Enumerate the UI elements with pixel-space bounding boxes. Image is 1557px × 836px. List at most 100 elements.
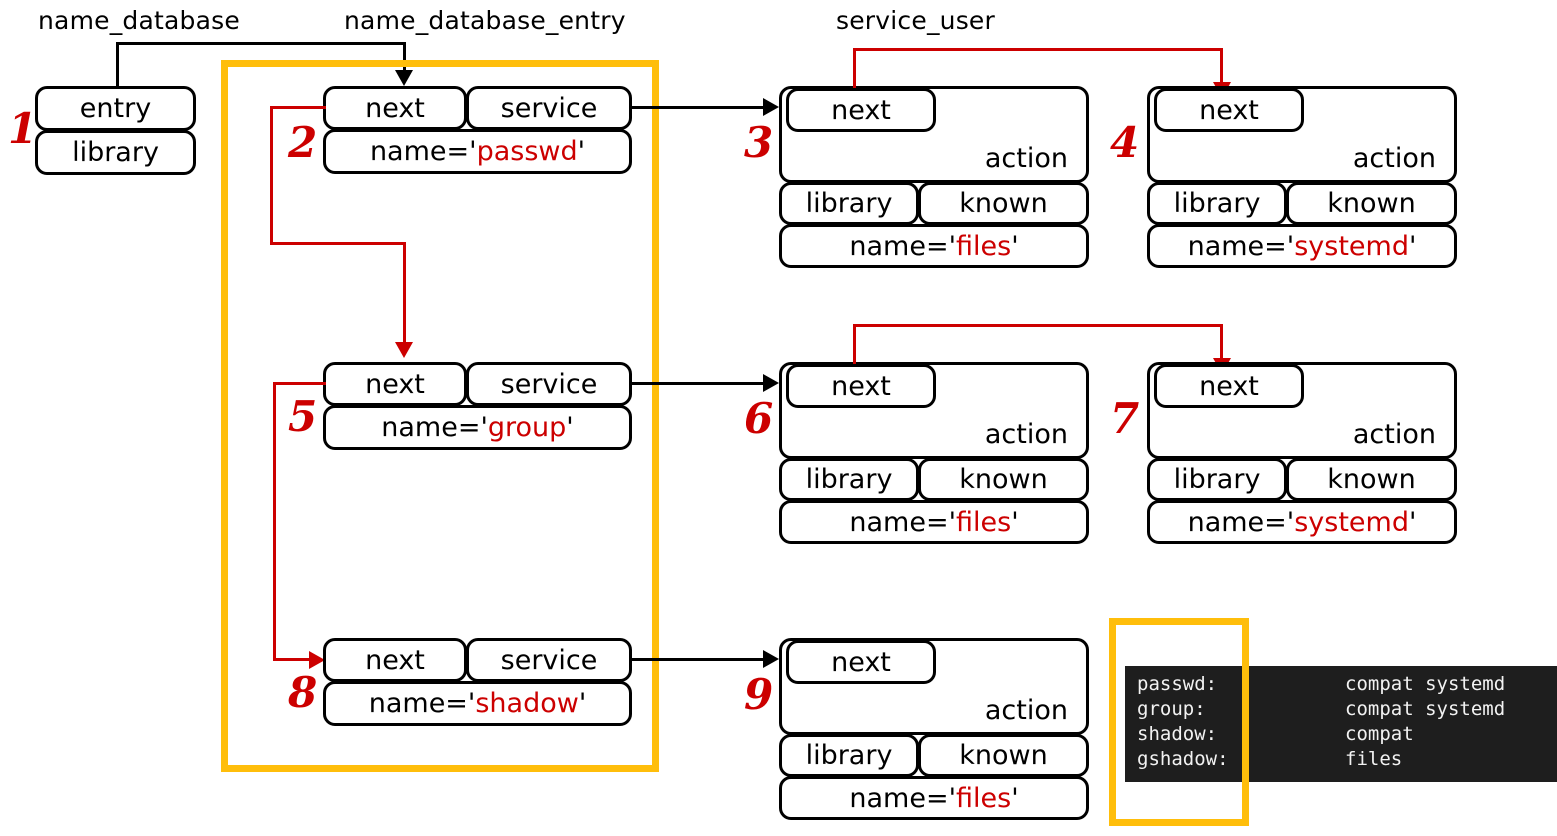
terminal-value: compat systemd — [1345, 673, 1506, 695]
leader-line-to-entry — [403, 42, 406, 72]
field-library-6: library — [779, 458, 919, 501]
field-library: library — [35, 130, 196, 175]
field-name-7: name='systemd' — [1147, 500, 1457, 544]
field-library-7: library — [1147, 458, 1287, 501]
node-number-1: 1 — [8, 104, 38, 153]
link-group-next-seg1 — [273, 382, 326, 385]
field-next-shadow: next — [323, 638, 467, 682]
name-suffix: ' — [1011, 782, 1019, 814]
field-name-passwd: name='passwd' — [323, 129, 632, 174]
terminal-row: gshadow: files — [1125, 747, 1557, 772]
node-number-5: 5 — [288, 392, 318, 441]
link-su3-next-seg2 — [853, 48, 1223, 51]
node-number-6: 6 — [744, 394, 774, 443]
link-group-next-arrow-icon — [309, 651, 325, 669]
name-value-7: systemd — [1294, 506, 1409, 538]
link-su3-next-seg3 — [1220, 48, 1223, 84]
link-su3-next-seg1 — [853, 48, 856, 88]
node-number-3: 3 — [744, 118, 774, 167]
link-group-service-line — [632, 382, 765, 385]
name-prefix: name=' — [849, 782, 956, 814]
name-suffix: ' — [1408, 506, 1417, 538]
terminal-value: files — [1345, 748, 1403, 770]
leader-line-to-name-database — [116, 42, 119, 88]
link-group-next-seg2 — [273, 382, 276, 660]
name-value-9: files — [956, 782, 1012, 814]
name-value-6: files — [956, 506, 1012, 538]
field-service-passwd: service — [466, 86, 632, 130]
name-suffix: ' — [1408, 230, 1417, 262]
node-number-9: 9 — [744, 670, 774, 719]
terminal-key: passwd: — [1137, 673, 1218, 695]
link-passwd-next-arrow-icon — [395, 342, 413, 358]
label-service-user: service_user — [836, 6, 995, 35]
field-next-7: next — [1154, 364, 1304, 408]
name-value-3: files — [956, 230, 1012, 262]
terminal-value: compat systemd — [1345, 698, 1506, 720]
field-name-shadow: name='shadow' — [323, 681, 632, 726]
link-passwd-service-arrow-icon — [763, 98, 779, 116]
field-next-group: next — [323, 362, 467, 406]
link-group-next-seg3 — [273, 658, 313, 661]
field-entry: entry — [35, 86, 196, 131]
terminal-key: gshadow: — [1137, 748, 1229, 770]
field-next-6: next — [786, 364, 936, 408]
node-number-4: 4 — [1110, 118, 1140, 167]
field-service-shadow: service — [466, 638, 632, 682]
label-name-database: name_database — [38, 6, 240, 35]
name-prefix: name=' — [849, 506, 956, 538]
terminal-key: shadow: — [1137, 723, 1218, 745]
name-prefix: name=' — [1187, 230, 1295, 262]
nsswitch-terminal: passwd: compat systemd group: compat syste… — [1125, 666, 1557, 782]
link-su6-next-seg2 — [853, 324, 1223, 327]
name-suffix: ' — [578, 688, 587, 719]
field-service-group: service — [466, 362, 632, 406]
name-prefix: name=' — [1187, 506, 1295, 538]
leader-line-horizontal — [116, 42, 406, 45]
link-passwd-next-seg2 — [270, 106, 273, 244]
node-number-2: 2 — [288, 118, 318, 167]
link-shadow-service-line — [632, 658, 765, 661]
field-library-9: library — [779, 734, 919, 777]
field-next-passwd: next — [323, 86, 467, 130]
terminal-row: group: compat systemd — [1125, 697, 1557, 722]
field-next-4: next — [1154, 88, 1304, 132]
field-known-7: known — [1286, 458, 1457, 501]
name-value-4: systemd — [1294, 230, 1409, 262]
terminal-row: shadow:compat — [1125, 722, 1557, 747]
node-number-8: 8 — [288, 668, 318, 717]
link-shadow-service-arrow-icon — [763, 650, 779, 668]
link-passwd-next-seg3 — [270, 242, 405, 245]
label-name-database-entry: name_database_entry — [344, 6, 626, 35]
name-value-group: group — [487, 412, 567, 443]
highlight-rect-entry-list — [221, 60, 659, 772]
field-known-6: known — [918, 458, 1089, 501]
highlight-rect-nsswitch-keys — [1109, 618, 1249, 826]
field-next-3: next — [786, 88, 936, 132]
terminal-key: group: — [1137, 698, 1206, 720]
field-library-4: library — [1147, 182, 1287, 225]
name-suffix: ' — [577, 136, 586, 167]
field-known-9: known — [918, 734, 1089, 777]
link-passwd-next-seg1 — [270, 106, 326, 109]
name-value-shadow: shadow — [475, 688, 579, 719]
field-name-group: name='group' — [323, 405, 632, 450]
name-value-passwd: passwd — [476, 136, 578, 167]
link-su6-next-seg1 — [853, 324, 856, 364]
node-number-7: 7 — [1110, 394, 1140, 443]
field-name-9: name='files' — [779, 776, 1089, 820]
terminal-row: passwd: compat systemd — [1125, 672, 1557, 697]
link-passwd-next-seg4 — [403, 242, 406, 344]
name-prefix: name=' — [849, 230, 956, 262]
field-name-4: name='systemd' — [1147, 224, 1457, 268]
field-library-3: library — [779, 182, 919, 225]
name-suffix: ' — [1011, 506, 1019, 538]
link-su6-next-seg3 — [1220, 324, 1223, 360]
link-group-service-arrow-icon — [763, 374, 779, 392]
field-next-9: next — [786, 640, 936, 684]
name-prefix: name=' — [368, 688, 476, 719]
name-prefix: name=' — [369, 136, 477, 167]
name-suffix: ' — [1011, 230, 1019, 262]
field-known-4: known — [1286, 182, 1457, 225]
